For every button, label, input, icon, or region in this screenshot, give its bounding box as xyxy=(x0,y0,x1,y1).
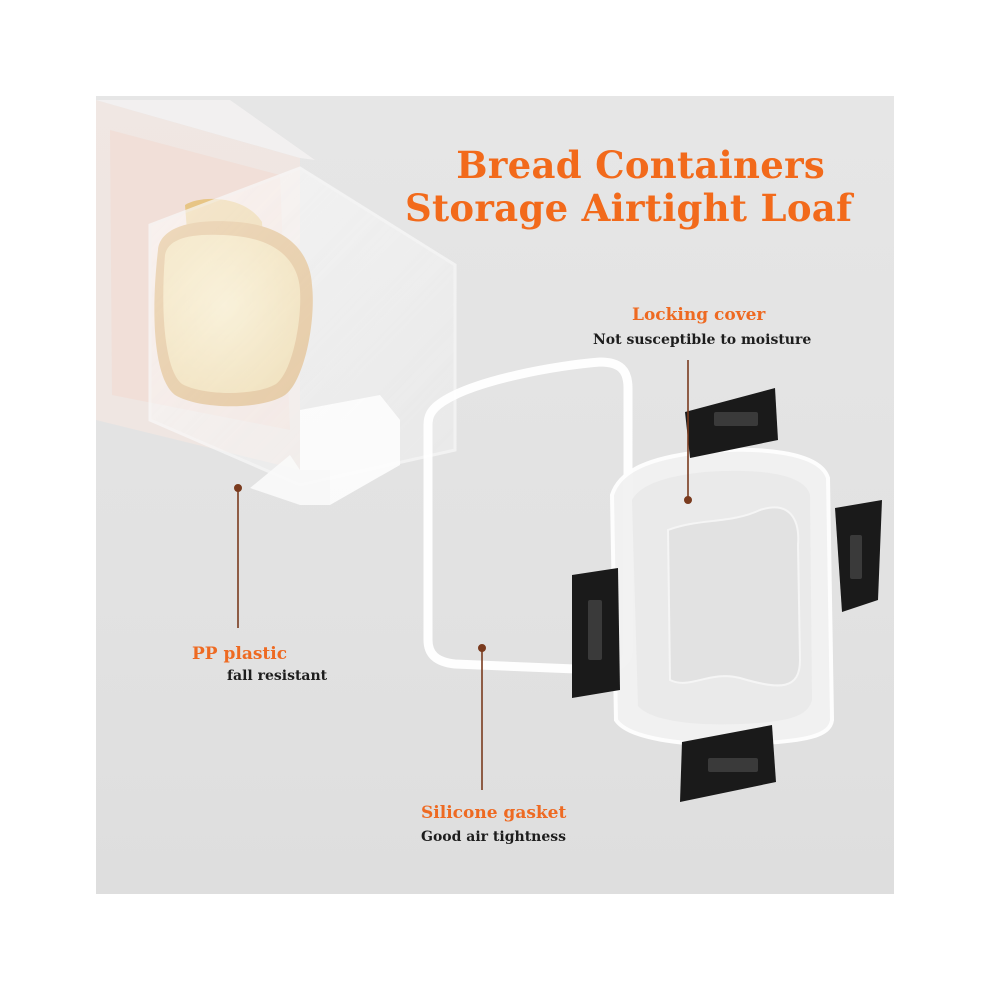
lid-clip-bottom xyxy=(680,725,776,802)
headline-line-1: Bread Containers xyxy=(456,143,825,187)
pp-plastic-label: PP plastic xyxy=(192,644,288,664)
silicone-gasket-label: Silicone gasket xyxy=(421,803,567,823)
lid-clip-top xyxy=(685,388,778,458)
locking-cover-label: Locking cover xyxy=(632,305,766,325)
silicone-gasket-detail: Good air tightness xyxy=(421,829,567,845)
locking-cover xyxy=(572,388,882,802)
locking-cover-detail: Not susceptible to moisture xyxy=(593,332,812,348)
headline-line-2: Storage Airtight Loaf xyxy=(405,186,853,230)
bread-container xyxy=(96,100,457,505)
lid-clip-right xyxy=(835,500,882,612)
callout-leaders xyxy=(234,360,692,790)
lid-clip-left xyxy=(572,568,620,698)
pp-plastic-detail: fall resistant xyxy=(227,668,328,684)
